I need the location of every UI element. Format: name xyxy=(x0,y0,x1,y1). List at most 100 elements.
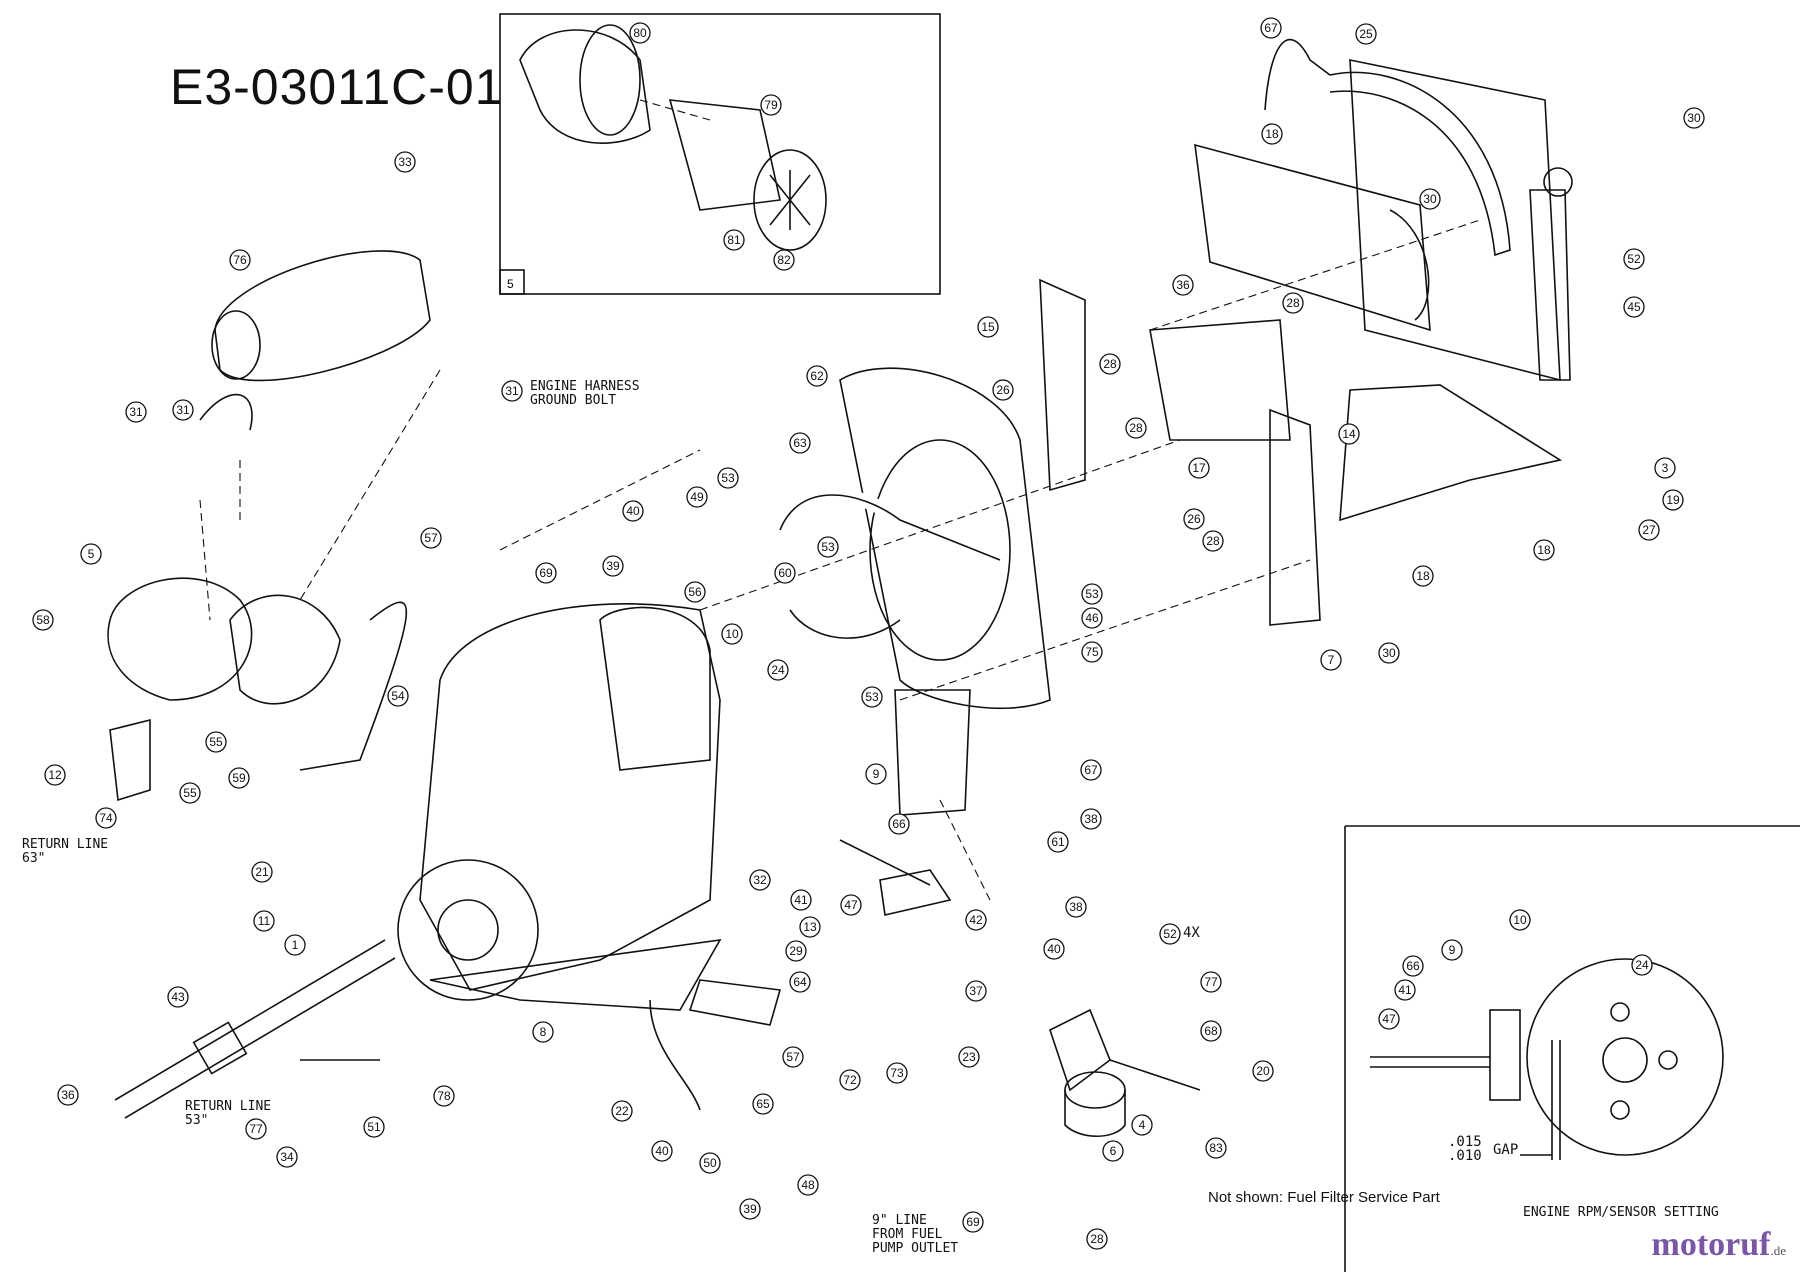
callout-number: 72 xyxy=(843,1073,857,1087)
callout-circle xyxy=(1412,565,1434,587)
callout-circle xyxy=(992,379,1014,401)
callout-number: 32 xyxy=(753,873,767,887)
callout-41: 41 xyxy=(1394,979,1416,1001)
callout-number: 83 xyxy=(1209,1141,1223,1155)
muffler xyxy=(214,250,431,382)
callout-number: 48 xyxy=(801,1178,815,1192)
callout-32: 32 xyxy=(749,869,771,891)
callout-circle xyxy=(245,1118,267,1140)
callout-number: 59 xyxy=(232,771,246,785)
callout-46: 46 xyxy=(1081,607,1103,629)
callout-28: 28 xyxy=(1202,530,1224,552)
bracket-17 xyxy=(1149,319,1291,441)
air-filter-housing xyxy=(519,29,651,144)
callout-number: 41 xyxy=(794,893,808,907)
callout-53: 53 xyxy=(717,467,739,489)
callout-36: 36 xyxy=(57,1084,79,1106)
callout-circle xyxy=(1252,1060,1274,1082)
callout-19: 19 xyxy=(1662,489,1684,511)
callout-circle xyxy=(789,432,811,454)
callout-47: 47 xyxy=(1378,1008,1400,1030)
callout-number: 30 xyxy=(1423,192,1437,206)
callout-circle xyxy=(699,1152,721,1174)
callout-circle xyxy=(684,581,706,603)
callout-number: 18 xyxy=(1265,127,1279,141)
callout-30: 30 xyxy=(1378,642,1400,664)
callout-57: 57 xyxy=(420,527,442,549)
callout-13: 13 xyxy=(799,916,821,938)
callout-30: 30 xyxy=(1683,107,1705,129)
bracket-18 xyxy=(1339,384,1563,522)
callout-40: 40 xyxy=(651,1140,673,1162)
callout-circle xyxy=(782,1046,804,1068)
callout-number: 53 xyxy=(865,690,879,704)
sensor-wheel xyxy=(1526,958,1724,1156)
callout-78: 78 xyxy=(433,1085,455,1107)
callout-48: 48 xyxy=(797,1174,819,1196)
callout-31: 31 xyxy=(125,401,147,423)
callout-4: 4 xyxy=(1131,1114,1153,1136)
callout-number: 66 xyxy=(892,817,906,831)
callout-circle xyxy=(1441,939,1463,961)
callout-circle xyxy=(1047,831,1069,853)
fan-shroud-opening xyxy=(869,439,1011,661)
callout-circle xyxy=(1355,23,1377,45)
callout-52: 52 xyxy=(1623,248,1645,270)
callout-circle xyxy=(1282,292,1304,314)
callout-circle xyxy=(1631,954,1653,976)
callout-74: 74 xyxy=(95,807,117,829)
callout-43: 43 xyxy=(167,986,189,1008)
callout-51: 51 xyxy=(363,1116,385,1138)
callout-number: 28 xyxy=(1129,421,1143,435)
callout-79: 79 xyxy=(760,94,782,116)
callout-number: 53 xyxy=(721,471,735,485)
callout-77: 77 xyxy=(245,1118,267,1140)
callout-circle xyxy=(1200,1020,1222,1042)
callout-circle xyxy=(839,1069,861,1091)
callout-number: 79 xyxy=(764,98,778,112)
callout-number: 12 xyxy=(48,768,62,782)
callout-38: 38 xyxy=(1080,808,1102,830)
callout-1: 1 xyxy=(284,934,306,956)
shroud-plate xyxy=(1194,143,1431,332)
callout-82: 82 xyxy=(773,249,795,271)
callout-circle xyxy=(1081,641,1103,663)
note-qty-52: 4X xyxy=(1183,925,1200,941)
callout-27: 27 xyxy=(1638,519,1660,541)
callout-circle xyxy=(1086,1228,1108,1250)
callout-number: 47 xyxy=(1382,1012,1396,1026)
callout-circle xyxy=(1080,759,1102,781)
callout-circle xyxy=(739,1198,761,1220)
callout-62: 62 xyxy=(806,365,828,387)
callout-circle xyxy=(1683,107,1705,129)
callout-circle xyxy=(1261,123,1283,145)
callout-circle xyxy=(1188,457,1210,479)
callout-number: 40 xyxy=(655,1144,669,1158)
callout-number: 61 xyxy=(1051,835,1065,849)
callout-number: 55 xyxy=(209,735,223,749)
callout-number: 75 xyxy=(1085,645,1099,659)
callout-circle xyxy=(774,562,796,584)
callout-number: 73 xyxy=(890,1066,904,1080)
engine-air-filter xyxy=(599,606,711,771)
callout-number: 62 xyxy=(810,369,824,383)
callout-83: 83 xyxy=(1205,1137,1227,1159)
callout-42: 42 xyxy=(965,909,987,931)
callout-number: 31 xyxy=(505,384,519,398)
callout-number: 68 xyxy=(1204,1024,1218,1038)
air-filter-cap xyxy=(753,149,827,251)
callout-circle xyxy=(1662,489,1684,511)
callout-number: 28 xyxy=(1286,296,1300,310)
callout-28: 28 xyxy=(1282,292,1304,314)
callout-number: 37 xyxy=(969,984,983,998)
callout-circle xyxy=(1402,955,1424,977)
callout-circle xyxy=(1378,1008,1400,1030)
callout-number: 52 xyxy=(1627,252,1641,266)
callout-number: 63 xyxy=(793,436,807,450)
note-not-shown: Not shown: Fuel Filter Service Part xyxy=(1208,1189,1440,1206)
callout-number: 65 xyxy=(756,1097,770,1111)
callout-circle xyxy=(799,916,821,938)
callout-number: 40 xyxy=(1047,942,1061,956)
callout-number: 67 xyxy=(1084,763,1098,777)
callout-number: 54 xyxy=(391,689,405,703)
